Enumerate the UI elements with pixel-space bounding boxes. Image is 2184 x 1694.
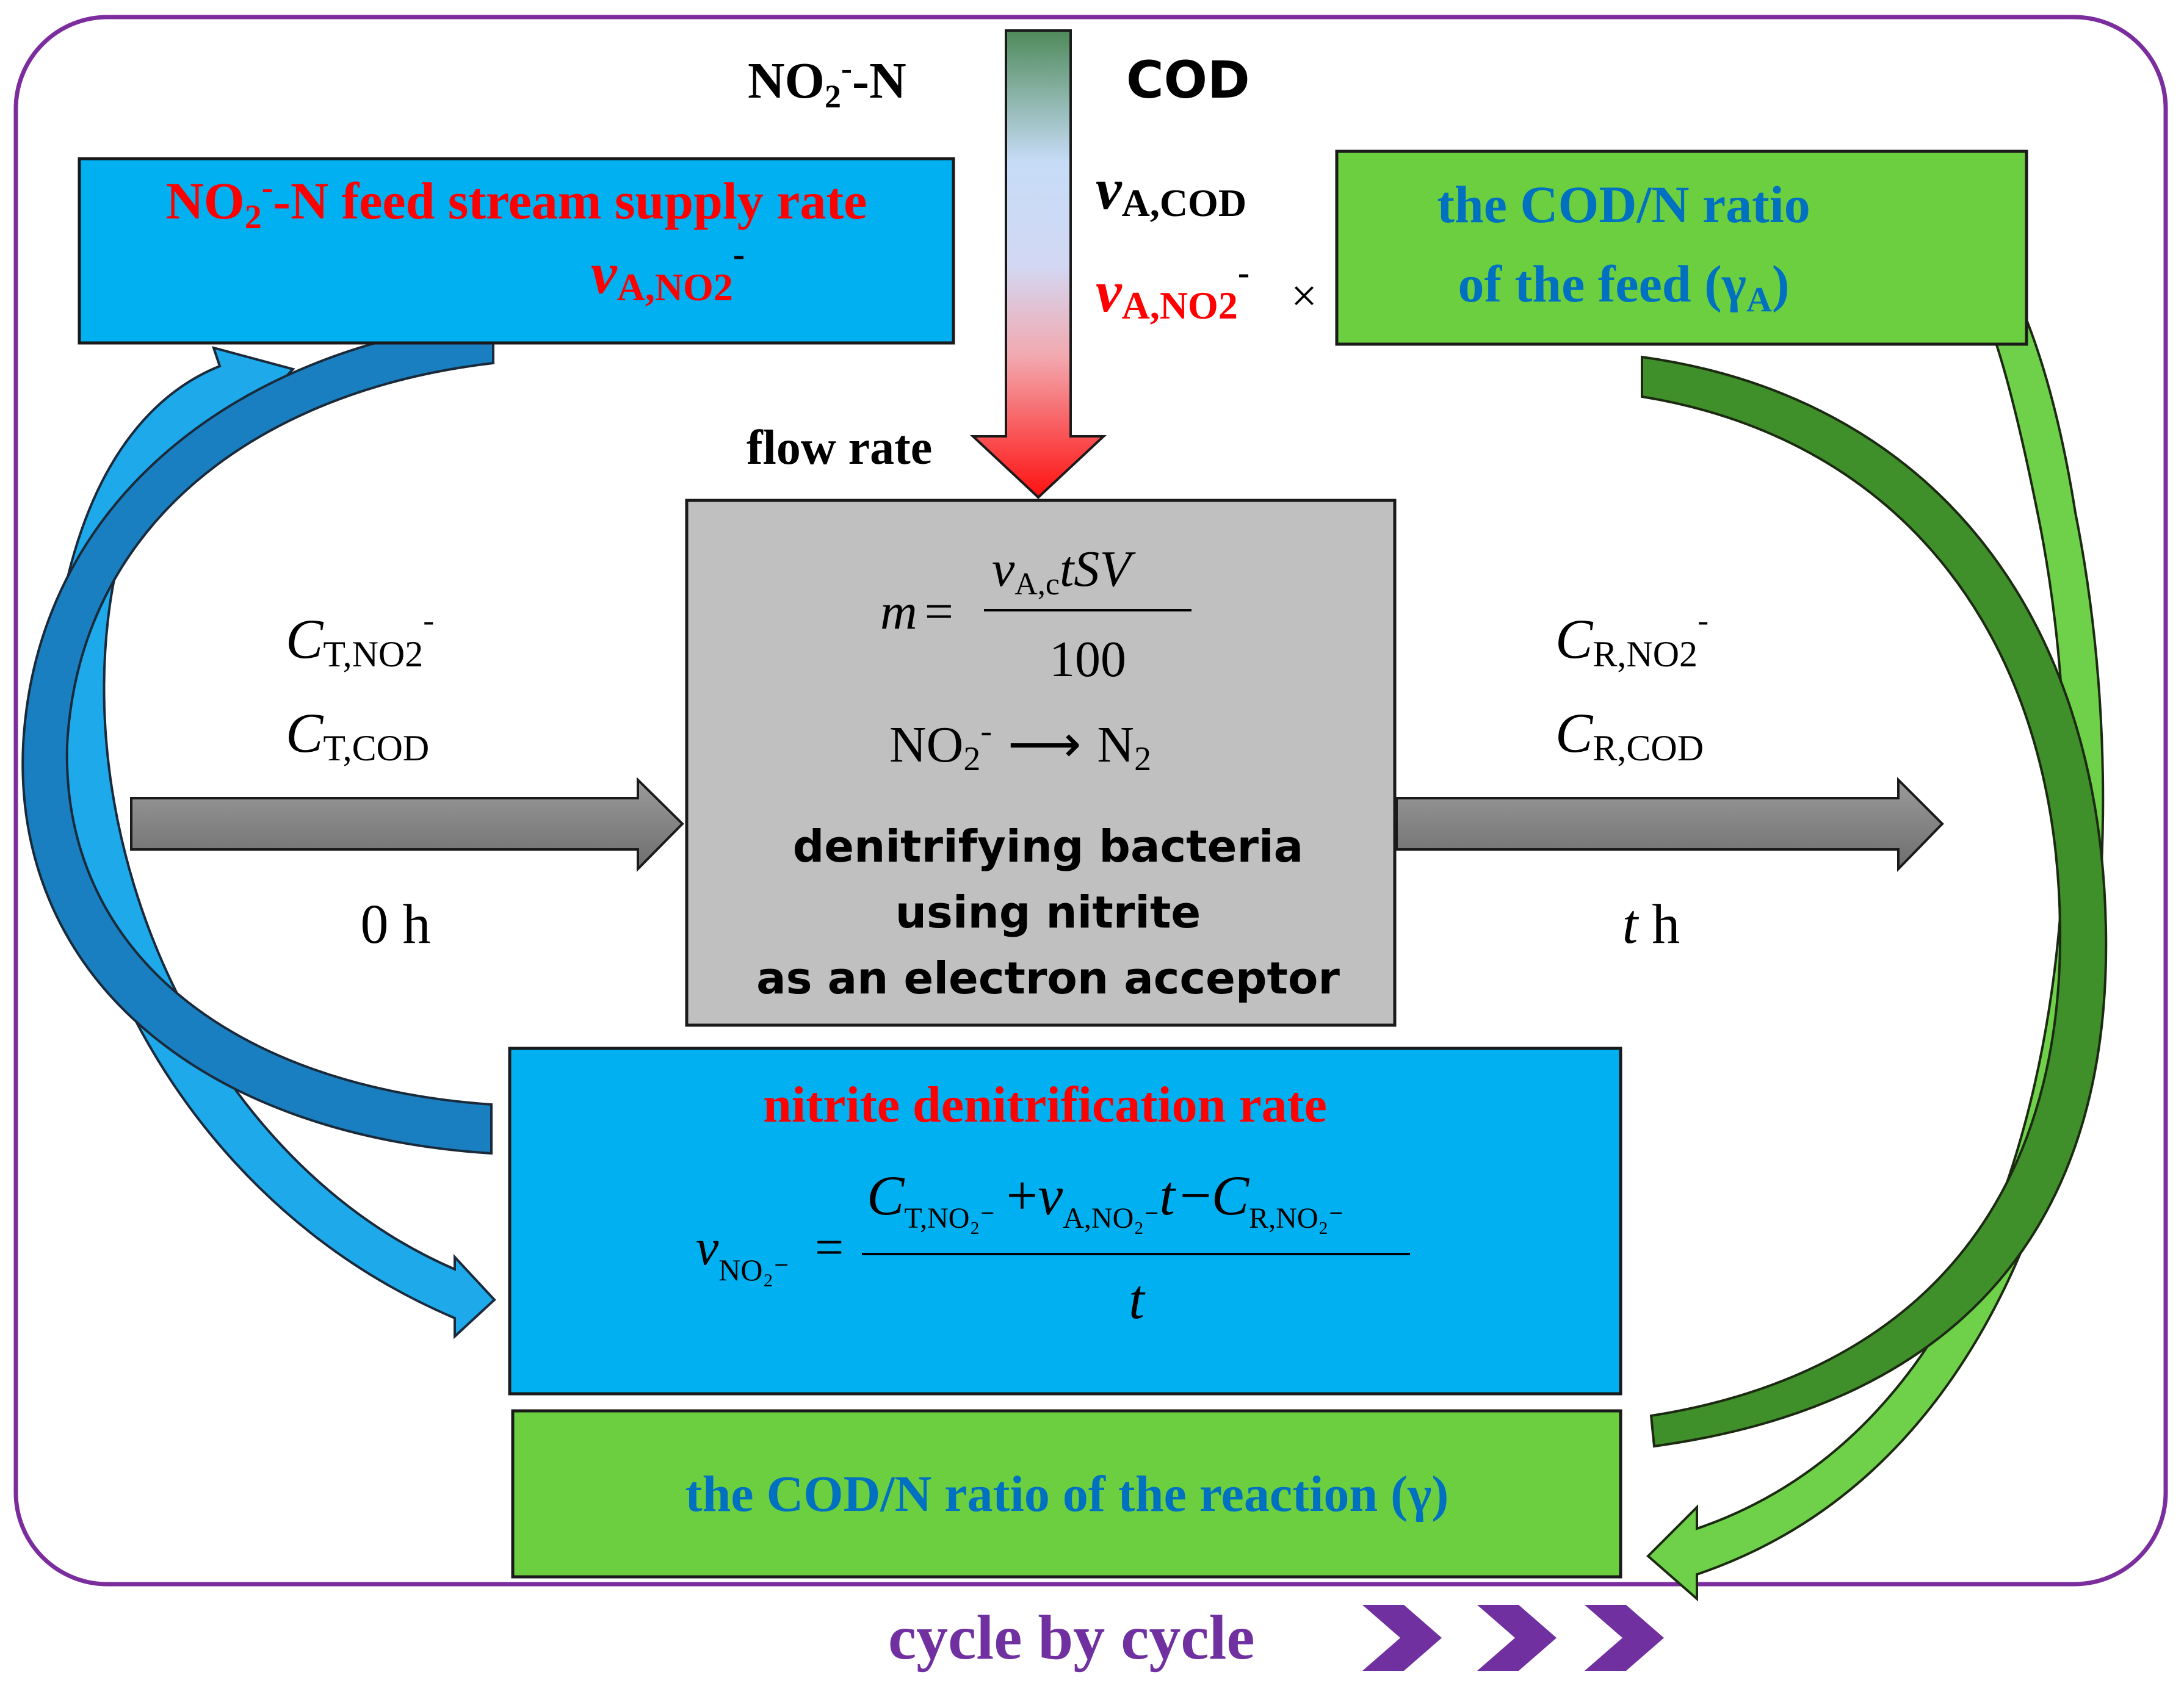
chevron-right-icon bbox=[1477, 1605, 1557, 1671]
no2-n-label: NO2--N bbox=[748, 50, 906, 115]
reactor-eq1-numerator: vA,ctSV bbox=[992, 541, 1136, 602]
chevron-right-icon bbox=[1362, 1605, 1442, 1671]
feed-supply-symbol: vA,NO2- bbox=[591, 234, 745, 309]
cod-label: COD bbox=[1126, 50, 1250, 110]
rate-lhs: vNO₂⁻ bbox=[696, 1219, 789, 1287]
outer-frame bbox=[13, 15, 2168, 1587]
rate-denominator: t bbox=[1129, 1268, 1146, 1330]
feedback-arrow-light-green bbox=[1646, 208, 2105, 1602]
inflow-c1: CT,NO2- bbox=[286, 602, 434, 674]
reactor-eq2: NO2-⟶N2 bbox=[889, 712, 1151, 778]
feed-ratio-line1: the COD/N ratio bbox=[1437, 175, 1810, 234]
cycle-by-cycle-label: cycle by cycle bbox=[888, 1602, 1255, 1673]
reaction-ratio-box bbox=[511, 1409, 1622, 1579]
rate-box bbox=[508, 1047, 1622, 1396]
feedback-arrow-dark-blue bbox=[21, 319, 494, 1155]
outflow-c1: CR,NO2- bbox=[1555, 602, 1709, 674]
inflow-arrow bbox=[130, 777, 684, 872]
outflow-c2: CR,COD bbox=[1555, 702, 1704, 768]
rate-eq-sign: = bbox=[815, 1219, 844, 1276]
inflow-time: 0 h bbox=[361, 893, 431, 955]
rate-box-title: nitrite denitrification rate bbox=[763, 1076, 1327, 1133]
reactor-eq1-lhs: m= bbox=[880, 583, 953, 640]
outflow-time: t h bbox=[1622, 893, 1680, 955]
reactor-desc-line1: denitrifying bacteria bbox=[793, 821, 1304, 872]
reactor-box bbox=[685, 499, 1397, 1027]
reactor-desc-line2: using nitrite bbox=[895, 887, 1201, 938]
rate-numerator: CT,NO₂⁻+vA,NO₂⁻t−CR,NO₂⁻ bbox=[867, 1164, 1344, 1234]
flow-rate-label: flow rate bbox=[747, 421, 932, 475]
reaction-ratio-label: the COD/N ratio of the reaction (γ) bbox=[685, 1466, 1449, 1523]
v-cod-label: vA,COD bbox=[1096, 156, 1246, 225]
feed-ratio-box bbox=[1335, 150, 2028, 346]
feed-supply-box bbox=[78, 157, 955, 345]
inflow-c2: CT,COD bbox=[286, 702, 429, 768]
reactor-eq1-denominator: 100 bbox=[1049, 631, 1126, 688]
outflow-arrow bbox=[1395, 777, 1944, 872]
reactor-desc-line3: as an electron acceptor bbox=[756, 953, 1340, 1004]
feedback-arrow-dark-green bbox=[1641, 355, 2108, 1448]
times-sign: × bbox=[1291, 270, 1317, 322]
feed-ratio-line2: of the feed (γA) bbox=[1458, 254, 1790, 319]
feed-supply-title: NO2--N feed stream supply rate bbox=[166, 169, 867, 236]
flow-rate-arrow bbox=[969, 29, 1107, 499]
chevron-right-icon bbox=[1585, 1605, 1664, 1671]
v-no2-label: vA,NO2- bbox=[1096, 253, 1249, 327]
